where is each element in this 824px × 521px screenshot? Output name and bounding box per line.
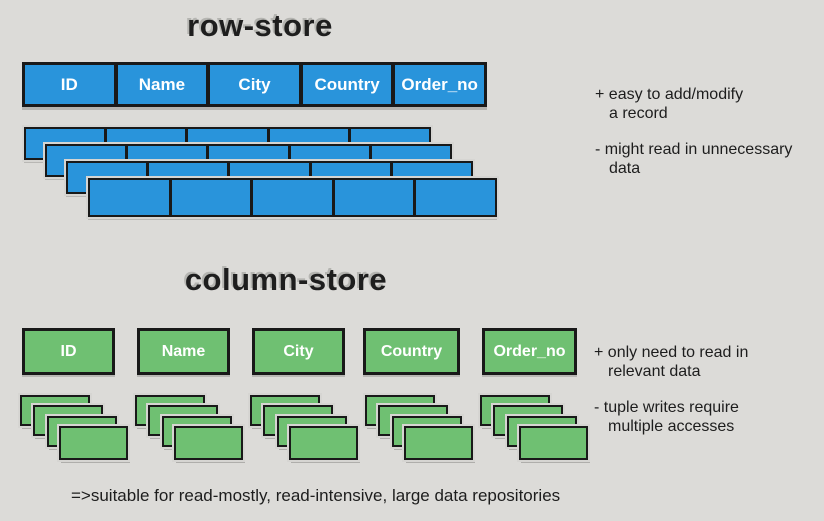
record-cell bbox=[90, 180, 169, 215]
row-store-header-cell-name: Name bbox=[117, 65, 207, 104]
column-value-card bbox=[57, 424, 130, 462]
column-value-card bbox=[402, 424, 475, 462]
row-store-con-note: - might read in unnecessary data bbox=[595, 141, 793, 177]
column-store-header-cell-name: Name bbox=[137, 328, 230, 375]
column-store-header-cell-country: Country bbox=[363, 328, 460, 375]
column-value-card bbox=[517, 424, 590, 462]
row-store-header-cell-city: City bbox=[210, 65, 299, 104]
row-store-header-cell-order-no: Order_no bbox=[395, 65, 484, 104]
column-stack-order-no bbox=[478, 393, 590, 462]
record-cell bbox=[334, 180, 414, 215]
column-stack-country bbox=[363, 393, 475, 462]
column-store-header-cell-city: City bbox=[252, 328, 345, 375]
record-cell bbox=[171, 180, 251, 215]
row-store-header-row: ID Name City Country Order_no bbox=[22, 62, 487, 107]
column-stack-id bbox=[18, 393, 130, 462]
column-store-title: column-store bbox=[184, 262, 388, 297]
row-store-record-row-4 bbox=[86, 176, 499, 219]
column-stack-city bbox=[248, 393, 360, 462]
column-store-con-note: - tuple writes require multiple accesses bbox=[594, 399, 739, 435]
record-cell bbox=[416, 180, 495, 215]
record-cell bbox=[253, 180, 332, 215]
column-value-card bbox=[172, 424, 245, 462]
column-store-header-cell-order-no: Order_no bbox=[482, 328, 577, 375]
row-store-header-cell-id: ID bbox=[25, 65, 114, 104]
column-stack-name bbox=[133, 393, 245, 462]
column-value-card bbox=[287, 424, 360, 462]
row-store-header-cell-country: Country bbox=[302, 65, 392, 104]
row-store-pro-note: + easy to add/modify a record bbox=[595, 86, 744, 122]
column-store-header-cell-id: ID bbox=[22, 328, 115, 375]
footer-note: =>suitable for read-mostly, read-intensi… bbox=[71, 486, 561, 505]
row-store-title: row-store bbox=[187, 8, 333, 43]
column-store-pro-note: + only need to read in relevant data bbox=[594, 344, 749, 380]
